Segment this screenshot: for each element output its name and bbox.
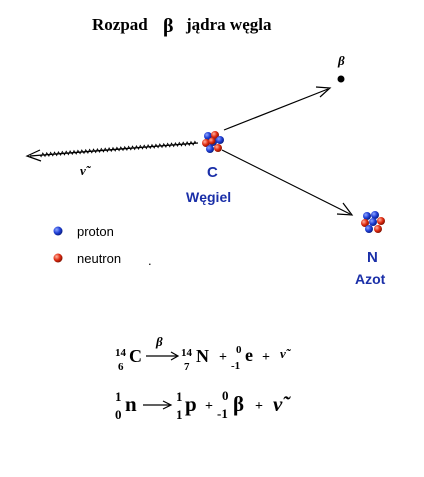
- eq2-beta-charge: -1: [217, 406, 228, 421]
- equation-carbon-decay: 14 6 C β 14 7 N + 0 -1 e + ν̃: [115, 334, 292, 373]
- carbon-nucleus: [202, 131, 224, 153]
- carbon-symbol: C: [207, 164, 218, 181]
- eq1-arrow-label: β: [155, 334, 163, 349]
- beta-particle-label: β: [337, 53, 345, 68]
- eq1-nitrogen-atomic: 7: [184, 361, 190, 373]
- eq2-proton-symbol: p: [185, 392, 197, 416]
- eq2-neutron-mass: 1: [115, 389, 122, 404]
- eq1-carbon-symbol: C: [129, 346, 142, 366]
- eq2-beta-symbol: β: [233, 392, 244, 416]
- eq2-antineutrino: ν̃: [273, 392, 291, 416]
- eq1-plus-1: +: [219, 350, 227, 365]
- beta-trajectory: [223, 86, 332, 131]
- eq2-proton-atomic: 1: [176, 407, 183, 422]
- eq2-beta-mass: 0: [222, 388, 229, 403]
- legend-neutron-swatch: [53, 253, 63, 263]
- eq2-neutron-atomic: 0: [115, 407, 122, 422]
- legend-proton-label: proton: [77, 224, 114, 239]
- eq1-nitrogen-symbol: N: [196, 346, 209, 366]
- legend: proton neutron .: [53, 224, 152, 268]
- eq1-antineutrino: ν̃: [280, 346, 292, 361]
- nitrogen-nucleus: [361, 211, 385, 233]
- nitrogen-symbol: N: [367, 249, 378, 266]
- antineutrino-trajectory: [25, 140, 199, 162]
- legend-neutron-label: neutron: [77, 251, 121, 266]
- equation-neutron-decay: 1 0 n 1 1 p + 0 -1 β + ν̃: [115, 388, 291, 422]
- antineutrino-label: ν̃: [80, 163, 92, 178]
- eq1-plus-2: +: [262, 350, 270, 365]
- legend-dot: .: [148, 253, 152, 268]
- title-text-before: Rozpad: [92, 15, 148, 34]
- beta-particle-dot: [337, 75, 345, 83]
- eq1-electron-mass: 0: [236, 344, 242, 356]
- title-beta-symbol: β: [163, 15, 174, 37]
- eq1-carbon-atomic: 6: [118, 361, 124, 373]
- eq1-carbon-mass: 14: [115, 347, 127, 359]
- eq1-electron-symbol: e: [245, 345, 253, 365]
- nitrogen-name: Azot: [355, 271, 386, 287]
- legend-proton-swatch: [53, 226, 63, 236]
- eq1-electron-charge: -1: [231, 360, 240, 372]
- carbon-name: Węgiel: [186, 189, 231, 205]
- title-text-after: jądra węgla: [185, 15, 272, 34]
- eq2-plus-1: +: [205, 399, 213, 414]
- eq1-nitrogen-mass: 14: [181, 347, 193, 359]
- eq2-neutron-symbol: n: [125, 392, 137, 416]
- nitrogen-trajectory: [221, 149, 354, 216]
- eq2-plus-2: +: [255, 399, 263, 414]
- eq2-proton-mass: 1: [176, 389, 183, 404]
